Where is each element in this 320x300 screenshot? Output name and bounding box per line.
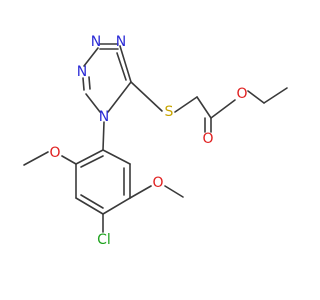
bond — [164, 185, 184, 198]
bond — [82, 77, 85, 91]
bond — [107, 81, 132, 113]
bond — [130, 81, 163, 112]
atom-o: O — [152, 175, 163, 191]
bond — [129, 185, 152, 199]
atom-n: N — [77, 64, 87, 80]
bond — [119, 45, 132, 83]
atom-o: O — [49, 145, 60, 161]
bond — [196, 96, 212, 119]
bond — [102, 121, 105, 151]
bond — [75, 197, 104, 215]
bond — [80, 155, 104, 168]
bond — [210, 99, 236, 119]
atom-o: O — [202, 131, 213, 147]
bond — [116, 52, 127, 81]
atom-n: N — [91, 34, 101, 50]
bond — [75, 149, 104, 165]
atom-o: O — [236, 86, 247, 102]
bond — [80, 194, 104, 209]
bond — [247, 90, 265, 104]
atom-cl: Cl — [97, 232, 111, 248]
bond — [263, 87, 288, 104]
bond — [102, 197, 131, 215]
atom-labels: N N N N S O O O O Cl — [49, 34, 247, 248]
bond — [23, 151, 49, 166]
atom-n: N — [116, 34, 126, 50]
bond — [85, 93, 101, 113]
atom-s: S — [165, 104, 174, 120]
bond — [61, 155, 77, 165]
bond — [83, 47, 99, 67]
bond — [174, 96, 198, 113]
bond — [88, 76, 91, 90]
bonds — [23, 43, 288, 233]
molecule-structure: N N N N S O O O O Cl — [23, 34, 288, 248]
bond — [102, 149, 131, 165]
atom-n: N — [99, 109, 109, 125]
